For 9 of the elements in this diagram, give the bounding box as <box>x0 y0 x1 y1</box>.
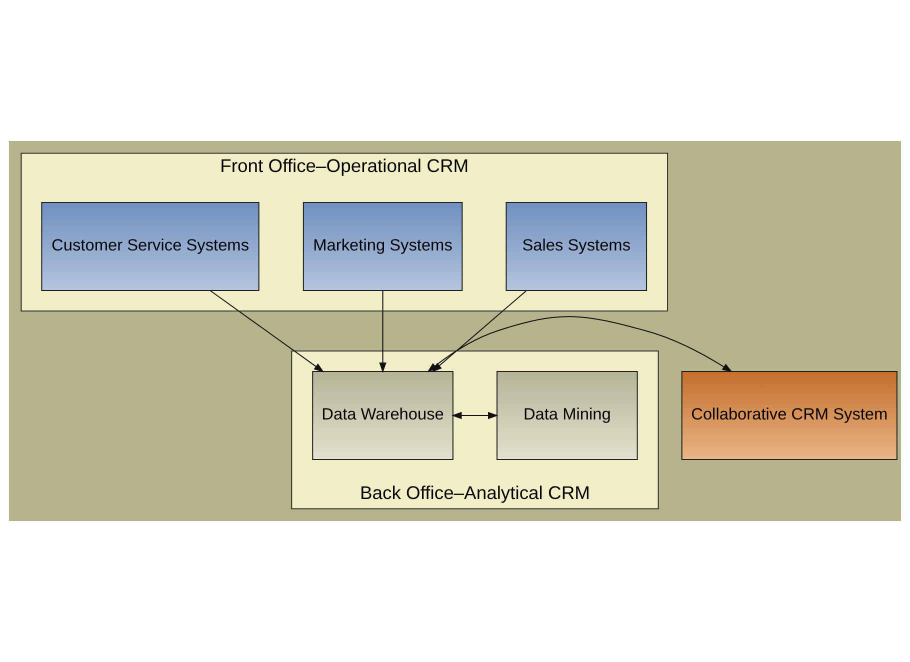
arrow <box>451 412 498 420</box>
node-box: Collaborative CRM System <box>681 370 898 460</box>
arrow <box>210 290 324 372</box>
node-box: Data Warehouse <box>312 370 454 460</box>
node-box: Customer Service Systems <box>41 202 260 292</box>
node-box: Sales Systems <box>506 202 648 292</box>
node-box: Data Mining <box>496 370 638 460</box>
arrow <box>379 290 386 373</box>
node-box: Marketing Systems <box>302 202 463 292</box>
